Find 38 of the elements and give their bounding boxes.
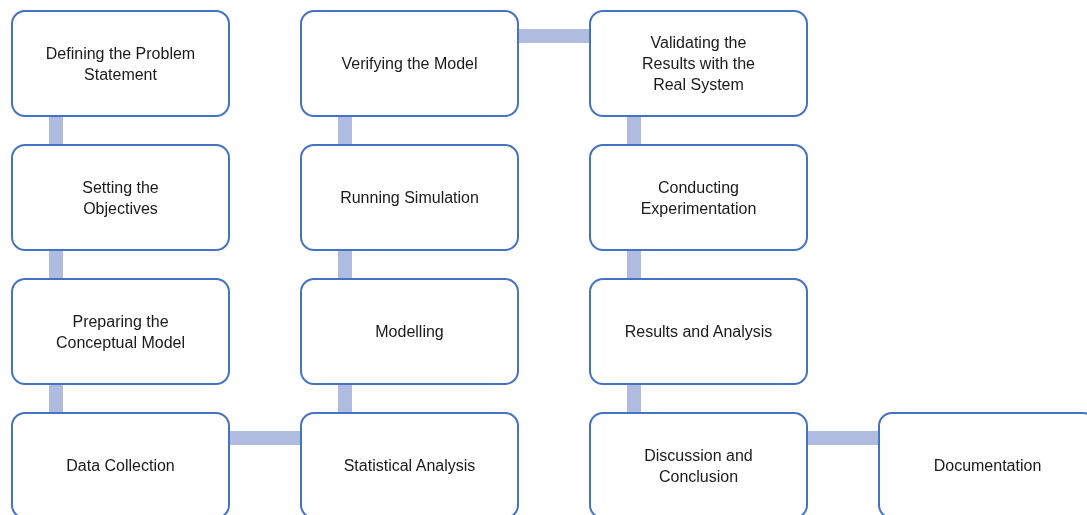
connector-line (338, 251, 352, 278)
step-label: Validating the Results with the Real System (641, 33, 756, 95)
connector-line (230, 431, 300, 445)
process-box (11, 278, 230, 385)
connector-line (627, 251, 641, 278)
step-label: Setting the Objectives (81, 177, 160, 219)
process-box (300, 412, 519, 515)
connector-line (808, 431, 878, 445)
process-box (300, 10, 519, 117)
process-box (300, 278, 519, 385)
process-box (11, 10, 230, 117)
step-label: Defining the Problem Statement (44, 43, 197, 85)
process-box (11, 144, 230, 251)
connector-line (49, 385, 63, 412)
process-box (11, 412, 230, 515)
step-label: Data Collection (66, 456, 175, 476)
connector-line (519, 29, 589, 43)
step-label: Verifying the Model (341, 54, 478, 74)
step-label: Preparing the Conceptual Model (55, 311, 186, 353)
connector-line (627, 385, 641, 412)
connector-line (338, 117, 352, 144)
step-label: Modelling (375, 322, 444, 342)
step-label: Results and Analysis (624, 322, 773, 342)
process-box (878, 412, 1087, 515)
process-box (589, 144, 808, 251)
process-box (300, 144, 519, 251)
step-label: Running Simulation (340, 188, 479, 208)
step-label: Conducting Experimentation (639, 177, 758, 219)
connector-line (49, 251, 63, 278)
step-label: Statistical Analysis (343, 456, 476, 476)
connector-line (338, 385, 352, 412)
process-box (589, 278, 808, 385)
step-label: Discussion and Conclusion (643, 445, 754, 487)
process-box (589, 10, 808, 117)
connector-line (627, 117, 641, 144)
step-label: Documentation (933, 456, 1042, 476)
process-box (589, 412, 808, 515)
connector-line (49, 117, 63, 144)
